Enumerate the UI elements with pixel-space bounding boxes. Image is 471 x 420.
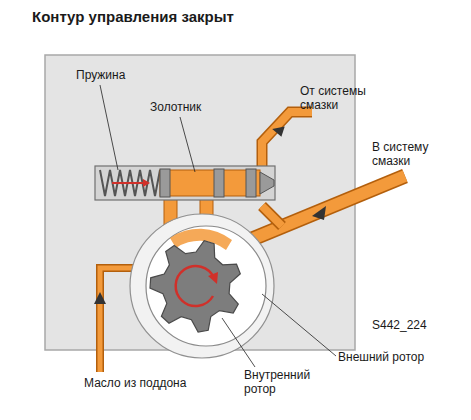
branch-pipe-outline bbox=[262, 206, 282, 226]
flow-label-slot: Масло из поддона bbox=[84, 376, 186, 390]
flow-label-slot: В систему смазки bbox=[372, 140, 452, 168]
part-label: Пружина bbox=[76, 68, 125, 82]
spool-bore bbox=[95, 166, 275, 200]
part-label: Золотник bbox=[150, 100, 201, 114]
leader-line bbox=[222, 318, 255, 367]
figure-title-slot: Контур управления закрыт bbox=[32, 8, 234, 26]
control-pipe bbox=[262, 112, 312, 168]
outer-rotor bbox=[146, 226, 266, 346]
spool-land bbox=[214, 169, 224, 197]
spring bbox=[100, 170, 160, 196]
part-label-slot: Внешний ротор bbox=[338, 350, 424, 364]
pump-chamber bbox=[130, 214, 274, 358]
spool bbox=[160, 170, 260, 196]
figure-title: Контур управления закрыт bbox=[32, 8, 234, 26]
leader-line bbox=[262, 294, 336, 356]
inner-rotor bbox=[150, 241, 240, 332]
part-label-slot: Пружина bbox=[76, 68, 125, 82]
branch-pipe bbox=[262, 206, 282, 226]
part-label: Внешний ротор bbox=[338, 350, 424, 364]
flow-label: Масло из поддона bbox=[84, 376, 186, 390]
spring-force-head bbox=[143, 179, 150, 187]
leader-line bbox=[100, 85, 118, 170]
part-label-slot: Внутренний ротор bbox=[244, 368, 320, 396]
rotation-arrow bbox=[176, 266, 214, 306]
inlet-arrow bbox=[94, 292, 106, 304]
flow-label: От системы смазки bbox=[300, 84, 378, 112]
leader-line bbox=[180, 117, 195, 172]
flow-label: В систему смазки bbox=[372, 140, 452, 168]
figure-code-slot: S442_224 bbox=[372, 318, 427, 332]
spool-land bbox=[246, 169, 256, 197]
spool-tip bbox=[260, 172, 274, 194]
figure-code: S442_224 bbox=[372, 318, 427, 332]
part-label: Внутренний ротор bbox=[244, 368, 320, 396]
part-label-slot: Золотник bbox=[150, 100, 201, 114]
control-arrow bbox=[272, 121, 288, 136]
control-pipe-outline bbox=[262, 112, 312, 168]
spool-land bbox=[160, 169, 170, 197]
spring-force-arrow bbox=[112, 182, 148, 184]
flow-label-slot: От системы смазки bbox=[300, 84, 378, 112]
outlet-arrow bbox=[312, 206, 326, 220]
rotation-head bbox=[208, 272, 218, 284]
